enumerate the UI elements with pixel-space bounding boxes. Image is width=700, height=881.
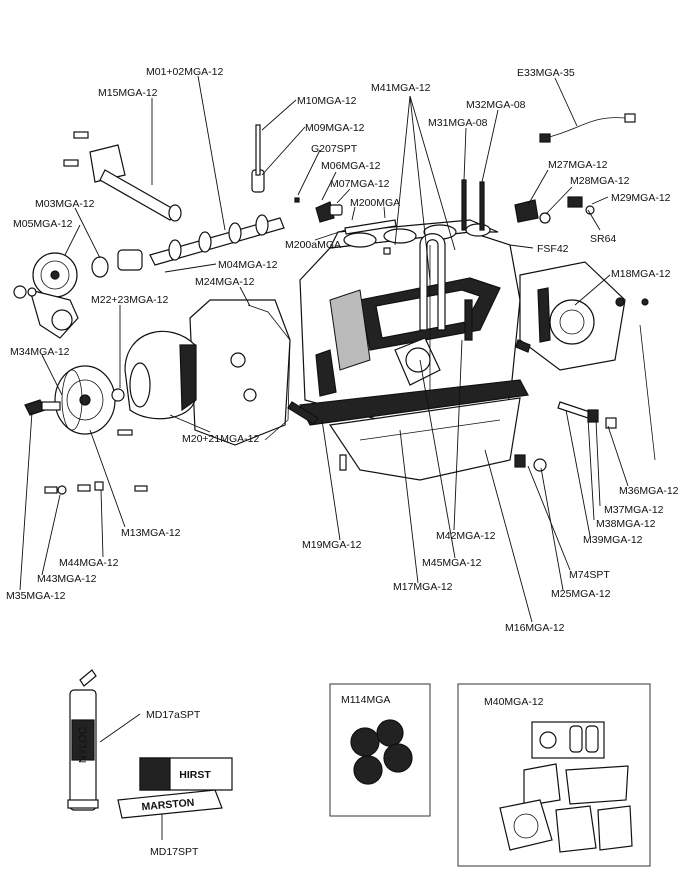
label-m35[interactable]: M35MGA-12 bbox=[6, 590, 66, 602]
sump[interactable] bbox=[299, 379, 529, 481]
label-m36[interactable]: M36MGA-12 bbox=[619, 485, 679, 497]
label-m114[interactable]: M114MGA bbox=[341, 694, 390, 706]
label-m43[interactable]: M43MGA-12 bbox=[37, 573, 97, 585]
label-e33[interactable]: E33MGA-35 bbox=[517, 67, 575, 79]
stud-m31[interactable] bbox=[461, 179, 467, 231]
washer-m28[interactable] bbox=[539, 212, 551, 224]
timing-cover[interactable] bbox=[124, 330, 197, 420]
label-m18[interactable]: M18MGA-12 bbox=[611, 268, 671, 280]
label-m200[interactable]: M200MGA bbox=[350, 197, 400, 209]
box-brand-text: HIRST bbox=[179, 769, 211, 781]
label-sr64[interactable]: SR64 bbox=[590, 233, 616, 245]
label-md17[interactable]: MD17SPT bbox=[150, 846, 199, 858]
sealant-tube-nyloc[interactable]: NYLOC bbox=[67, 669, 99, 811]
label-m10[interactable]: M10MGA-12 bbox=[297, 95, 357, 107]
label-m32[interactable]: M32MGA-08 bbox=[466, 99, 526, 111]
label-m31[interactable]: M31MGA-08 bbox=[428, 117, 488, 129]
label-fsf42[interactable]: FSF42 bbox=[537, 243, 569, 255]
engine-block[interactable] bbox=[299, 219, 521, 421]
label-m04[interactable]: M04MGA-12 bbox=[218, 259, 278, 271]
label-m06[interactable]: M06MGA-12 bbox=[321, 160, 381, 172]
label-m24[interactable]: M24MGA-12 bbox=[195, 276, 255, 288]
stud-m32[interactable] bbox=[479, 181, 485, 231]
label-m27[interactable]: M27MGA-12 bbox=[548, 159, 608, 171]
bolt[interactable] bbox=[339, 454, 347, 471]
sealant-box-hirst[interactable]: HIRST bbox=[139, 757, 233, 791]
banjo-m29[interactable] bbox=[567, 196, 595, 215]
oil-seal[interactable] bbox=[111, 388, 125, 402]
drain-tap[interactable] bbox=[515, 339, 531, 353]
label-m13[interactable]: M13MGA-12 bbox=[121, 527, 181, 539]
label-m01-02[interactable]: M01+02MGA-12 bbox=[146, 66, 223, 78]
label-m200a[interactable]: M200aMGA bbox=[285, 239, 341, 251]
tappet[interactable] bbox=[251, 124, 265, 193]
tube2-brand-text: MARSTON bbox=[141, 797, 195, 814]
camshaft[interactable] bbox=[149, 214, 285, 266]
sealant-tube-marston[interactable]: MARSTON bbox=[117, 789, 223, 819]
oil-pipe[interactable] bbox=[539, 113, 636, 143]
drain-plug[interactable] bbox=[514, 454, 547, 472]
crank-pulley[interactable] bbox=[54, 365, 116, 435]
washer[interactable] bbox=[57, 485, 67, 495]
core-plugs[interactable] bbox=[383, 247, 391, 255]
label-m22-23[interactable]: M22+23MGA-12 bbox=[91, 294, 168, 306]
label-m03[interactable]: M03MGA-12 bbox=[35, 198, 95, 210]
tappet-cover[interactable] bbox=[315, 201, 343, 223]
label-m25[interactable]: M25MGA-12 bbox=[551, 588, 611, 600]
label-m29[interactable]: M29MGA-12 bbox=[611, 192, 671, 204]
label-m45[interactable]: M45MGA-12 bbox=[422, 557, 482, 569]
bolt[interactable] bbox=[641, 298, 649, 306]
label-m40[interactable]: M40MGA-12 bbox=[484, 696, 544, 708]
nut[interactable] bbox=[615, 297, 625, 307]
oil-fitting-m27[interactable] bbox=[514, 199, 539, 223]
label-m05[interactable]: M05MGA-12 bbox=[13, 218, 73, 230]
label-m07[interactable]: M07MGA-12 bbox=[330, 178, 390, 190]
dipstick[interactable] bbox=[639, 324, 656, 461]
stud[interactable] bbox=[344, 219, 397, 235]
label-g207[interactable]: G207SPT bbox=[311, 143, 358, 155]
dowel[interactable] bbox=[287, 401, 319, 425]
m40-box bbox=[457, 683, 651, 867]
part-labels: M01+02MGA-12 M15MGA-12 M10MGA-12 M09MGA-… bbox=[6, 66, 679, 858]
label-m44[interactable]: M44MGA-12 bbox=[59, 557, 119, 569]
label-m37[interactable]: M37MGA-12 bbox=[604, 504, 664, 516]
tube-brand-text: NYLOC bbox=[77, 727, 89, 764]
label-m15[interactable]: M15MGA-12 bbox=[98, 87, 158, 99]
label-m19[interactable]: M19MGA-12 bbox=[302, 539, 362, 551]
label-m42[interactable]: M42MGA-12 bbox=[436, 530, 496, 542]
label-m20-21[interactable]: M20+21MGA-12 bbox=[182, 433, 259, 445]
sump-bolts[interactable] bbox=[44, 429, 148, 494]
label-m34[interactable]: M34MGA-12 bbox=[10, 346, 70, 358]
label-m74[interactable]: M74SPT bbox=[569, 569, 610, 581]
rear-plate[interactable] bbox=[519, 261, 626, 371]
lock-washer[interactable] bbox=[27, 287, 37, 297]
distributor-drive[interactable] bbox=[89, 144, 182, 222]
timing-gears[interactable] bbox=[29, 252, 79, 339]
front-plate[interactable] bbox=[189, 299, 291, 446]
gasket-set[interactable] bbox=[499, 721, 633, 853]
pulley-bolt[interactable] bbox=[24, 399, 61, 416]
leader-lines bbox=[19, 75, 629, 840]
label-m39[interactable]: M39MGA-12 bbox=[583, 534, 643, 546]
label-m28[interactable]: M28MGA-12 bbox=[570, 175, 630, 187]
label-m09[interactable]: M09MGA-12 bbox=[305, 122, 365, 134]
plug[interactable] bbox=[294, 197, 300, 203]
washer[interactable] bbox=[13, 285, 27, 299]
label-m16[interactable]: M16MGA-12 bbox=[505, 622, 565, 634]
label-m17[interactable]: M17MGA-12 bbox=[393, 581, 453, 593]
label-m38[interactable]: M38MGA-12 bbox=[596, 518, 656, 530]
screw[interactable] bbox=[63, 159, 79, 167]
m114-box bbox=[329, 683, 431, 817]
camshaft-thrust[interactable] bbox=[91, 249, 143, 278]
label-m41[interactable]: M41MGA-12 bbox=[371, 82, 431, 94]
core-plug-set[interactable] bbox=[350, 719, 413, 785]
label-md17a[interactable]: MD17aSPT bbox=[146, 709, 201, 721]
screw[interactable] bbox=[73, 131, 89, 139]
